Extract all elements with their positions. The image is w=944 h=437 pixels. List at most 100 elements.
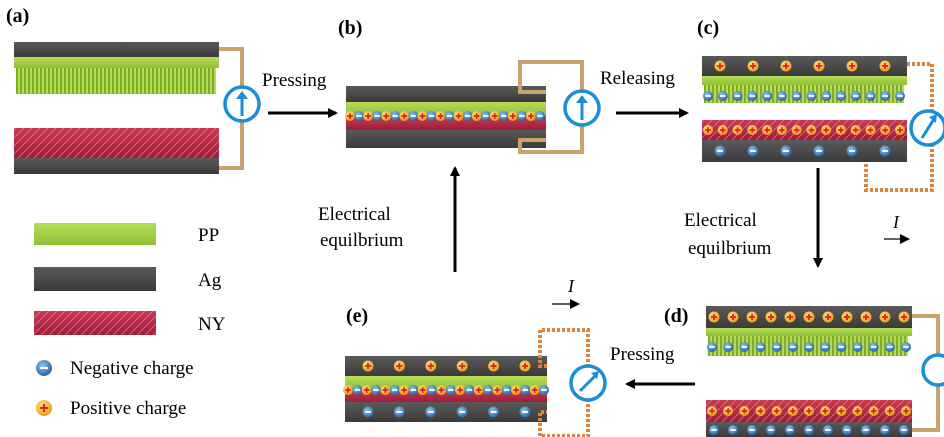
negative-charge	[456, 406, 468, 418]
positive-charge	[381, 111, 392, 121]
negative-charge	[426, 111, 437, 121]
positive-charge	[732, 125, 743, 135]
negative-charge	[766, 425, 776, 435]
interface-charges	[345, 111, 545, 121]
negative-charge	[501, 385, 512, 395]
negative-charge	[780, 145, 792, 157]
panel-d-charges	[707, 311, 911, 435]
negative-charge	[535, 111, 545, 121]
positive-charge	[519, 360, 531, 372]
panel-c-charges	[703, 60, 905, 157]
negative-charge	[520, 385, 531, 395]
positive-charge	[435, 111, 446, 121]
positive-charge	[393, 360, 405, 372]
negative-charge	[462, 111, 473, 121]
positive-charge	[880, 125, 891, 135]
pressing-label-de: Pressing	[610, 344, 675, 365]
legend-label-pp: PP	[198, 225, 219, 246]
negative-charge	[408, 385, 419, 395]
negative-charge	[714, 145, 726, 157]
equilibrium-label-eb-2: equilbrium	[320, 230, 404, 251]
negative-charge	[498, 111, 509, 121]
negative-charge	[427, 385, 437, 395]
negative-charge	[723, 342, 734, 352]
panel-e-label: (e)	[346, 305, 368, 327]
positive-charge	[399, 385, 409, 395]
positive-charge	[813, 60, 825, 72]
current-label-e: I	[567, 276, 575, 296]
negative-charge	[488, 406, 500, 418]
positive-charge	[714, 60, 726, 72]
negative-charge	[850, 91, 861, 101]
positive-charge	[727, 311, 739, 323]
positive-charge	[835, 125, 846, 135]
pp-microstructure	[16, 68, 216, 94]
negative-charge	[390, 111, 401, 121]
positive-charge	[841, 311, 853, 323]
legend-label-ag: Ag	[198, 270, 222, 291]
negative-charge	[879, 145, 891, 157]
positive-charge	[821, 125, 832, 135]
ag-electrode-bottom	[346, 130, 546, 148]
positive-charge	[739, 406, 750, 416]
negative-charge	[804, 425, 814, 435]
positive-charge	[846, 60, 858, 72]
negative-charge	[445, 385, 456, 395]
negative-charge	[804, 342, 814, 352]
negative-charge	[709, 425, 719, 435]
negative-charge	[771, 342, 782, 352]
negative-charge	[846, 145, 858, 157]
positive-charge	[803, 311, 815, 323]
positive-charge	[868, 406, 879, 416]
positive-charge	[762, 125, 773, 135]
positive-charge	[884, 406, 895, 416]
positive-charge	[363, 111, 374, 121]
positive-charge	[776, 125, 787, 135]
positive-charge	[771, 406, 782, 416]
negative-charge	[762, 91, 773, 101]
negative-charge	[444, 111, 455, 121]
negative-charge	[899, 425, 909, 435]
positive-charge	[343, 385, 353, 395]
negative-charge	[787, 342, 798, 352]
negative-charge	[707, 342, 717, 352]
negative-charge	[483, 385, 493, 395]
negative-charge	[747, 425, 757, 435]
negative-charge	[539, 385, 549, 395]
positive-charge	[525, 111, 536, 121]
negative-charge	[820, 342, 831, 352]
negative-charge	[776, 91, 787, 101]
negative-charge	[861, 425, 871, 435]
panel-b: (b)	[338, 17, 601, 154]
negative-charge	[806, 91, 817, 101]
ammeter-icon	[909, 109, 944, 147]
legend-label-positive: Positive charge	[70, 398, 186, 419]
positive-charge	[703, 125, 713, 135]
ammeter-icon	[569, 364, 607, 402]
legend-swatch-ag	[34, 267, 156, 291]
negative-charge	[732, 91, 743, 101]
positive-charge	[879, 311, 891, 323]
negative-charge	[865, 91, 876, 101]
panel-e-charges	[343, 360, 549, 418]
positive-charge	[780, 60, 792, 72]
positive-charge	[895, 125, 905, 135]
negative-charge	[393, 406, 405, 418]
ammeter-icon	[563, 89, 601, 127]
negative-charge	[739, 342, 750, 352]
negative-charge	[516, 111, 527, 121]
positive-charge	[791, 125, 802, 135]
legend-swatch-pp	[34, 223, 156, 245]
positive-charge	[455, 385, 465, 395]
legend-label-ny: NY	[198, 314, 226, 335]
positive-charge	[708, 311, 720, 323]
positive-charge	[804, 406, 814, 416]
negative-charge	[372, 111, 383, 121]
panel-b-label: (b)	[338, 17, 362, 39]
negative-charge	[464, 385, 475, 395]
legend: PP Ag NY Negative charge Positive charge	[34, 223, 226, 419]
negative-charge	[519, 406, 531, 418]
positive-charge	[836, 406, 847, 416]
positive-charge	[822, 311, 834, 323]
positive-charge	[507, 111, 518, 121]
